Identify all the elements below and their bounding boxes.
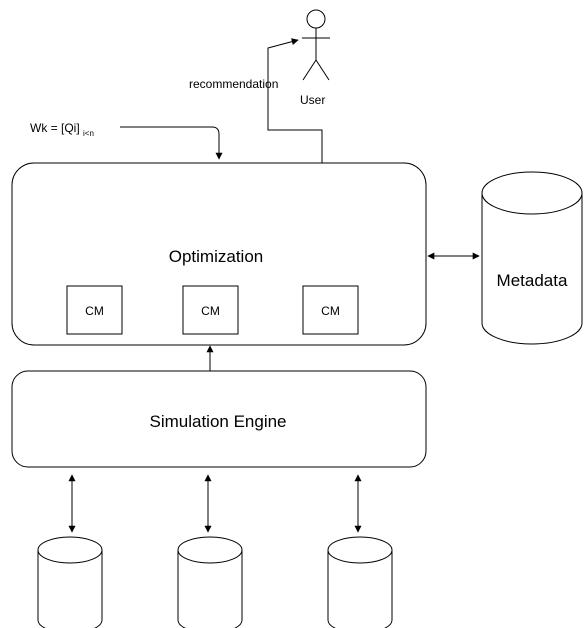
- user-label: User: [300, 93, 325, 107]
- recommendation-arrow: [267, 38, 323, 163]
- workload-label: Wk = [Qi] i<n: [30, 121, 94, 138]
- cm-module-label: CM: [321, 304, 340, 318]
- cm-module-box: [182, 285, 239, 335]
- simulation-engine-block: [11, 370, 427, 468]
- workload-arrow: [120, 126, 223, 160]
- cm-module-label: CM: [201, 304, 220, 318]
- database-icon: [37, 536, 103, 628]
- user-actor-icon: [302, 9, 330, 81]
- optimization-label: Optimization: [169, 247, 263, 266]
- recommendation-label: recommendation: [189, 77, 278, 91]
- cm-module-label: CM: [85, 304, 104, 318]
- metadata-label: Metadata: [497, 271, 568, 290]
- cm-module-box: [302, 285, 359, 335]
- database-icon: [327, 536, 393, 628]
- database-icon: [177, 536, 243, 628]
- workload-prefix: Wk = [Qi]: [30, 121, 80, 135]
- cm-module-box: [66, 285, 123, 335]
- metadata-store-icon: [481, 171, 583, 345]
- simulation-engine-label: Simulation Engine: [149, 412, 286, 431]
- workload-subscript: i<n: [83, 129, 94, 138]
